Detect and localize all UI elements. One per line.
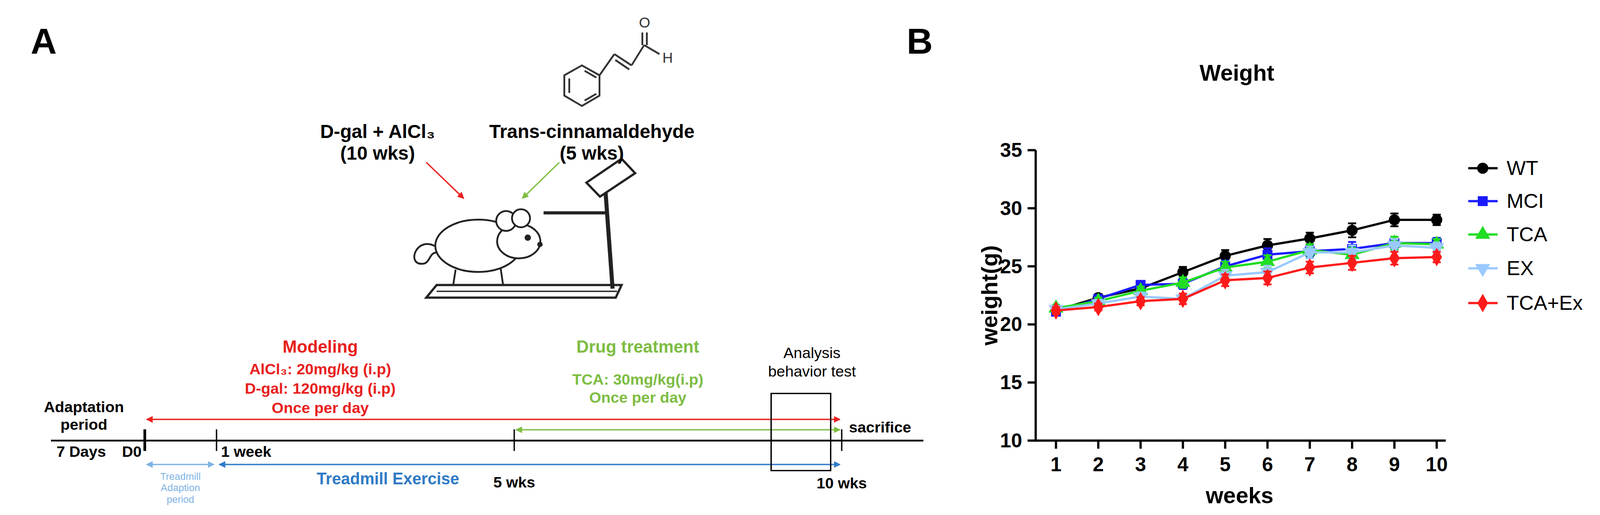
tick-label: 6 — [1262, 453, 1273, 477]
time-label: 5 wks — [493, 473, 536, 492]
atom-label: H — [662, 49, 673, 67]
frequency-text: Once per day — [589, 388, 687, 407]
legend-text: EX — [1506, 256, 1534, 281]
data-series — [1048, 213, 1444, 320]
chart-axes — [1027, 150, 1446, 449]
timeline — [50, 392, 924, 472]
pointer-arrow — [522, 162, 560, 199]
period-arrow — [146, 419, 840, 421]
analysis-window-box: Analysis behavior test — [757, 343, 867, 381]
panel-label: A — [30, 20, 57, 63]
period-label: Treadmill Exercise — [316, 469, 460, 489]
dose-text: TCA: 30mg/kg(i.p) — [572, 370, 704, 389]
period-label: Treadmill Adaption period — [158, 470, 203, 506]
period-arrow — [516, 429, 840, 431]
frequency-text: Once per day — [271, 399, 369, 417]
legend-sample — [1468, 162, 1498, 175]
time-label: 1 week — [221, 442, 272, 461]
legend-sample — [1468, 294, 1498, 313]
series-line — [1050, 248, 1443, 320]
phase-title: Modeling — [282, 337, 359, 358]
chart-title: Weight — [1199, 60, 1275, 87]
tick-label: 25 — [1000, 254, 1023, 278]
tick-label: 2 — [1092, 453, 1104, 477]
legend-text: MCI — [1506, 189, 1545, 213]
time-axis — [50, 439, 924, 442]
series-line — [1048, 239, 1444, 319]
treatment-label: Trans-cinnamaldehyde (5 wks) — [483, 120, 701, 165]
legend-sample — [1468, 263, 1498, 277]
atom-label: O — [639, 14, 651, 32]
tick-label: 10 — [1000, 429, 1023, 453]
tick-label: 15 — [1000, 371, 1023, 395]
series-line — [1048, 234, 1444, 313]
tick-label: 4 — [1177, 453, 1189, 477]
legend-sample — [1468, 225, 1498, 240]
duration-label: 7 Days — [56, 442, 107, 461]
series-line — [1051, 236, 1442, 317]
cinnamaldehyde-structure — [564, 32, 660, 107]
legend-text: TCA+Ex — [1506, 291, 1583, 315]
treatment-label: D-gal + AlCl₃ (10 wks) — [311, 120, 444, 165]
box-heading: Analysis behavior test — [757, 343, 867, 381]
time-tick — [143, 429, 147, 452]
legend-text: WT — [1506, 156, 1539, 180]
dose-text: D-gal: 120mg/kg (i.p) — [244, 379, 396, 398]
period-label: Adaptation period — [37, 398, 130, 434]
legend-sample — [1468, 196, 1498, 207]
time-label: 10 wks — [816, 474, 867, 493]
tick-label: 7 — [1304, 453, 1315, 477]
time-tick — [841, 429, 843, 452]
time-label: D0 — [122, 442, 142, 461]
time-tick — [216, 429, 218, 452]
dose-text: AlCl₃: 20mg/kg (i.p) — [249, 360, 392, 379]
panel-label: B — [906, 20, 933, 63]
tick-label: 5 — [1219, 453, 1231, 477]
axis-title: weeks — [1205, 483, 1274, 510]
mouse — [414, 209, 542, 285]
phase-title: Drug treatment — [576, 337, 700, 358]
tick-label: 10 — [1425, 453, 1448, 477]
tick-label: 20 — [1000, 313, 1023, 337]
treadmill — [426, 158, 636, 298]
time-tick — [513, 429, 516, 452]
tick-label: 3 — [1134, 453, 1146, 477]
period-arrow — [219, 464, 840, 466]
pointer-arrow — [426, 162, 464, 199]
series-line — [1050, 213, 1443, 316]
box-outline — [770, 392, 832, 472]
period-arrow — [146, 464, 214, 466]
tick-label: 35 — [1000, 138, 1023, 162]
endpoint-label: sacrifice — [848, 418, 912, 437]
legend-samples — [1468, 162, 1498, 313]
legend-text: TCA — [1506, 222, 1548, 247]
axis-title: weight(g) — [977, 245, 1004, 346]
tick-label: 9 — [1388, 453, 1400, 477]
tick-label: 30 — [1000, 197, 1023, 221]
tick-label: 1 — [1050, 453, 1062, 477]
tick-label: 8 — [1346, 453, 1358, 477]
